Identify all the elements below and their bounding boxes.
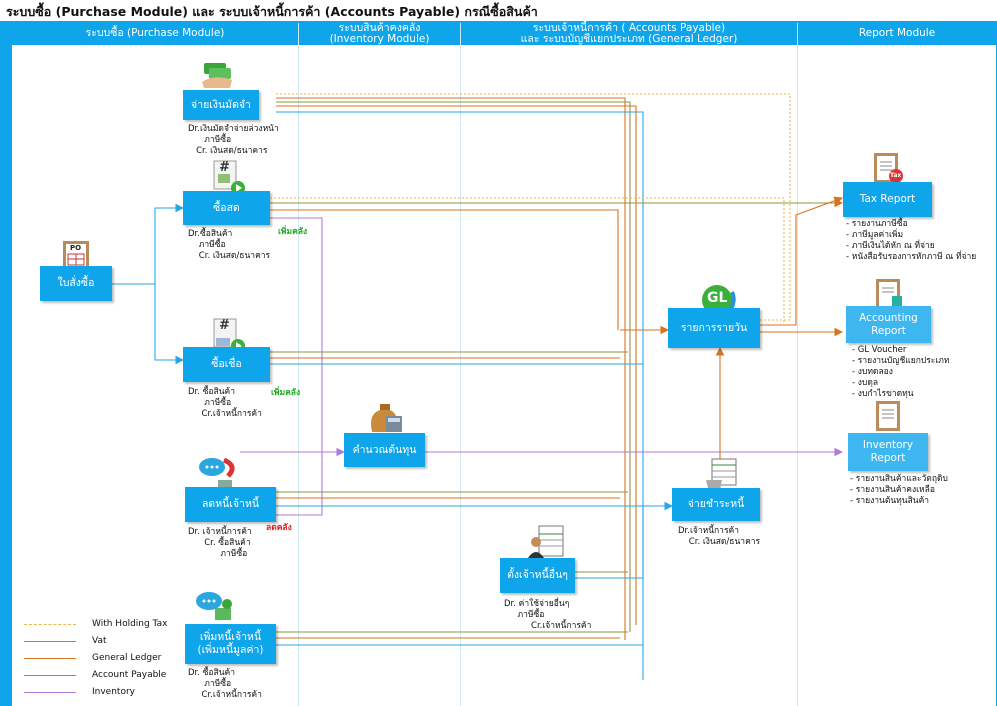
page-title: ระบบซื้อ (Purchase Module) และ ระบบเจ้าห… <box>6 4 538 19</box>
payment-entry-note: Dr.เจ้าหนี้การค้า Cr. เงินสด/ธนาคาร <box>678 526 761 547</box>
chat-magnet-icon <box>198 456 238 492</box>
chat-money-icon <box>195 590 235 626</box>
accounting-report-line2: Report <box>871 324 906 337</box>
cost-calc-box[interactable]: คำนวณต้นทุน <box>344 433 425 467</box>
credit-note-line2: (เพิ่มหนี้มูลค่า) <box>197 644 264 656</box>
stock-in-tag: เพิ่มคลัง <box>271 388 301 398</box>
legend-swatch-account-payable <box>24 675 76 676</box>
credit-buy-entry-note: Dr. ซื้อสินค้า ภาษีซื้อ Cr.เจ้าหนี้การค้… <box>188 387 262 419</box>
column-header-inventory: ระบบสินค้าคงคลัง (Inventory Module) <box>299 21 460 46</box>
column-header-report: Report Module <box>858 27 936 39</box>
column-header-ap-line1: ระบบเจ้าหนี้การค้า ( Accounts Payable) <box>532 21 726 34</box>
column-header-inventory-line1: ระบบสินค้าคงคลัง <box>338 21 421 34</box>
document-hash-icon: # <box>212 160 246 196</box>
payment-box[interactable]: จ่ายชำระหนี้ <box>672 488 760 521</box>
money-bag-calculator-icon <box>366 396 404 434</box>
credit-note-entry-note: Dr. ซื้อสินค้า ภาษีซื้อ Cr.เจ้าหนี้การค้… <box>188 668 262 700</box>
tax-report-list: - รายงานภาษีซื้อ - ภาษีมูลค่าเพิ่ม - ภาษ… <box>846 219 977 262</box>
inventory-report-list: - รายงานสินค้าและวัตถุดิบ - รายงานสินค้า… <box>850 474 948 506</box>
tax-label: Tax <box>890 172 902 179</box>
debit-note-entry-note: Dr. เจ้าหนี้การค้า Cr. ซื้อสินค้า ภาษีซื… <box>188 527 252 559</box>
purchase-order-box[interactable]: ใบสั่งซื้อ <box>40 266 112 301</box>
legend-swatch-vat <box>24 641 76 642</box>
stock-in-tag: เพิ่มคลัง <box>278 227 308 237</box>
column-divider <box>797 23 798 706</box>
legend-label-account-payable: Account Payable <box>92 670 167 680</box>
deposit-box[interactable]: จ่ายเงินมัดจำ <box>183 90 259 120</box>
person-spreadsheet-icon <box>527 524 567 560</box>
daily-journal-box[interactable]: รายการรายวัน <box>668 308 760 348</box>
accounting-report-box[interactable]: Accounting Report <box>846 306 931 343</box>
inventory-report-box[interactable]: Inventory Report <box>848 433 928 471</box>
other-payable-entry-note: Dr. ค่าใช้จ่ายอื่นๆ ภาษีซื้อ Cr.เจ้าหนี้… <box>504 599 592 631</box>
legend-swatch-withholding-tax <box>24 624 76 625</box>
hash-label: # <box>219 160 230 175</box>
column-header-purchase: ระบบซื้อ (Purchase Module) <box>85 27 225 39</box>
legend-label-withholding-tax: With Holding Tax <box>92 619 168 629</box>
gl-refresh-icon: GL <box>700 282 740 318</box>
clipboard-inventory-icon <box>874 398 906 432</box>
credit-note-line1: เพิ่มหนี้เจ้าหนี้ <box>199 631 262 643</box>
column-header-inventory-line2: (Inventory Module) <box>329 32 430 45</box>
credit-note-box[interactable]: เพิ่มหนี้เจ้าหนี้ (เพิ่มหนี้มูลค่า) <box>185 624 276 664</box>
credit-buy-box[interactable]: ซื้อเชื่อ <box>183 347 270 382</box>
legend-swatch-inventory <box>24 692 76 693</box>
cash-buy-box[interactable]: ซื้อสด <box>183 191 270 225</box>
column-header-accounts-payable: ระบบเจ้าหนี้การค้า ( Accounts Payable) แ… <box>461 21 797 46</box>
gl-label: GL <box>707 290 728 306</box>
accounting-report-line1: Accounting <box>859 311 918 324</box>
money-hand-icon <box>200 60 236 90</box>
po-label: PO <box>70 244 82 252</box>
legend-label-inventory: Inventory <box>92 687 135 697</box>
tax-report-box[interactable]: Tax Report <box>843 182 932 217</box>
stock-out-tag: ลดคลัง <box>266 523 292 533</box>
clipboard-tax-icon: Tax <box>872 150 904 184</box>
other-payable-box[interactable]: ตั้งเจ้าหนี้อื่นๆ <box>500 558 575 593</box>
legend-swatch-general-ledger <box>24 658 76 659</box>
debit-note-box[interactable]: ลดหนี้เจ้าหนี้ <box>185 487 276 522</box>
inventory-report-line1: Inventory <box>862 439 914 451</box>
deposit-entry-note: Dr.เงินมัดจำจ่ายล่วงหน้า ภาษีซื้อ Cr. เง… <box>188 124 279 156</box>
cash-buy-entry-note: Dr.ซื้อสินค้า ภาษีซื้อ Cr. เงินสด/ธนาคาร <box>188 229 271 261</box>
hash-label: # <box>219 318 230 333</box>
legend-label-general-ledger: General Ledger <box>92 653 162 663</box>
accounting-report-list: - GL Voucher - รายงานบัญชีแยกประเภท - งบ… <box>852 345 950 399</box>
column-header-ap-line2: และ ระบบบัญชีแยกประเภท (General Ledger) <box>520 32 738 45</box>
legend-label-vat: Vat <box>92 636 107 646</box>
clipboard-book-icon <box>874 276 906 310</box>
diagram-canvas <box>12 45 996 706</box>
document-hash-icon: # <box>212 318 246 354</box>
inventory-report-line2: Report <box>870 452 906 464</box>
cart-spreadsheet-icon <box>704 458 738 492</box>
